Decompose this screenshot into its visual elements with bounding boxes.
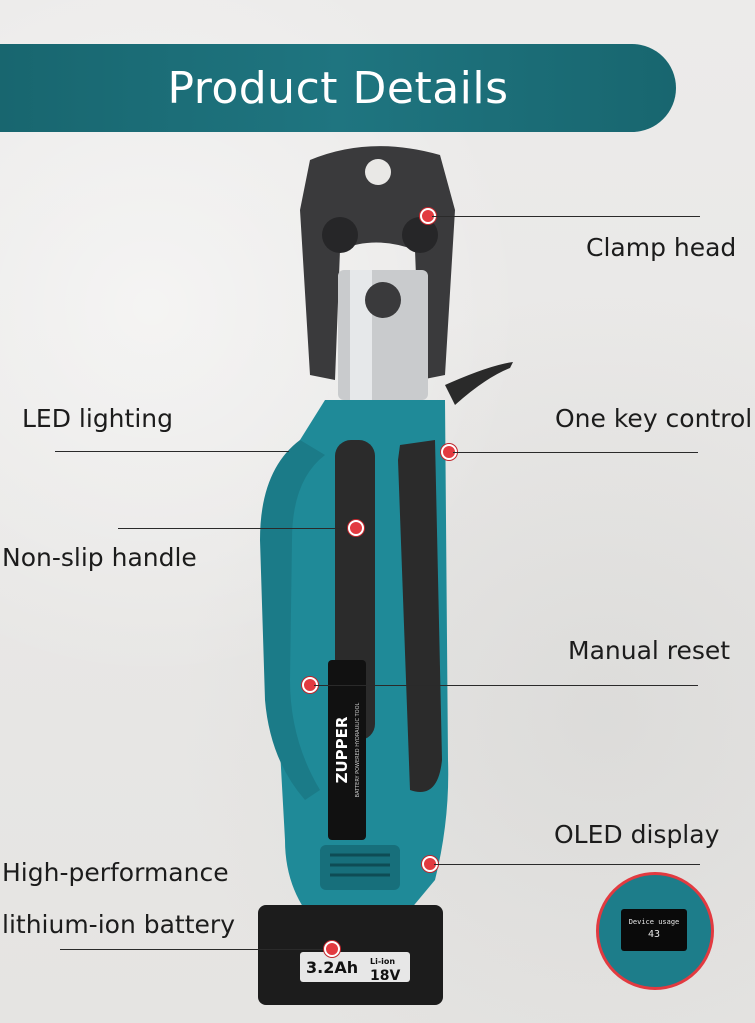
- one-key-control-leader: [453, 452, 698, 453]
- battery-marker: [324, 941, 340, 957]
- manual-reset-label: Manual reset: [568, 636, 731, 665]
- battery-voltage: 18V: [370, 968, 400, 984]
- jaw-hole: [365, 159, 391, 185]
- non-slip-handle-leader: [118, 528, 356, 529]
- manual-reset-leader: [314, 685, 698, 686]
- hydraulic-press-tool-image: ZUPPER BATTERY POWERED HYDRAULIC TOOL 3.…: [258, 146, 513, 1005]
- label-plate: [328, 660, 366, 840]
- non-slip-handle-marker: [348, 520, 364, 536]
- page-title: Product Details: [167, 62, 509, 114]
- clamp-head-leader: [432, 216, 700, 217]
- battery-capacity: 3.2Ah: [306, 958, 358, 977]
- oled-display-label: OLED display: [554, 820, 720, 849]
- oled-usage-value: 43: [647, 929, 661, 940]
- battery-label-line1: High-performance: [2, 858, 229, 887]
- battery-label-line2: lithium-ion battery: [2, 910, 235, 939]
- grip-right: [398, 440, 442, 792]
- brand-subtitle: BATTERY POWERED HYDRAULIC TOOL: [355, 702, 361, 797]
- battery-leader: [60, 949, 326, 950]
- led-lighting-leader: [55, 451, 289, 452]
- oled-usage-label: Device usage: [628, 918, 680, 926]
- oled-display-leader: [434, 864, 700, 865]
- handle-loop: [260, 440, 325, 800]
- brand-text: ZUPPER: [333, 716, 351, 783]
- oled-display-inset: Device usage 43: [596, 872, 714, 990]
- battery-type: Li-ion: [370, 957, 395, 966]
- clamp-jaw: [300, 146, 455, 380]
- non-slip-handle-label: Non-slip handle: [2, 543, 197, 572]
- oled-screen: Device usage 43: [621, 909, 687, 951]
- clamp-head-label: Clamp head: [586, 233, 737, 262]
- vent-grille: [320, 845, 400, 890]
- title-banner: Product Details: [0, 44, 676, 132]
- trigger-lever: [445, 362, 513, 405]
- jaw-pin-right: [402, 217, 438, 253]
- one-key-control-label: One key control: [555, 404, 753, 433]
- led-lighting-label: LED lighting: [22, 404, 173, 433]
- jaw-pin-left: [322, 217, 358, 253]
